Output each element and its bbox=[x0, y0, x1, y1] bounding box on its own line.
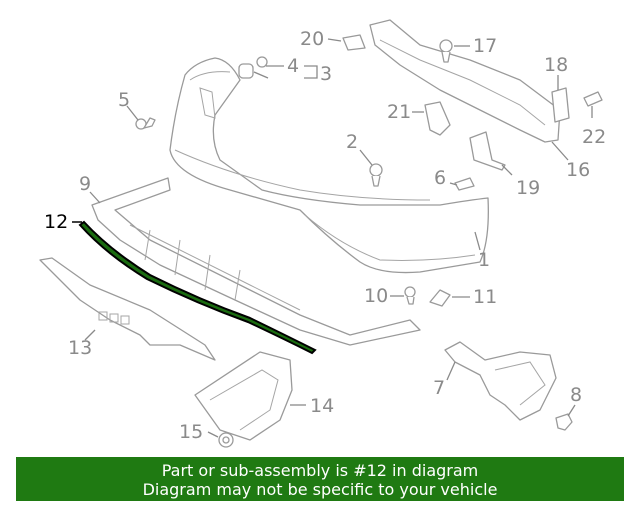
callout-8: 8 bbox=[570, 384, 582, 406]
callout-16: 16 bbox=[566, 159, 590, 181]
part-19-bracket[interactable] bbox=[469, 131, 506, 171]
leader-lines bbox=[72, 38, 593, 438]
part-15-washer[interactable] bbox=[218, 432, 234, 448]
callout-17: 17 bbox=[473, 35, 497, 57]
callout-12: 12 bbox=[44, 211, 68, 233]
callout-4: 4 bbox=[287, 55, 299, 77]
part-7-side-bracket[interactable] bbox=[444, 341, 557, 421]
callout-2: 2 bbox=[346, 131, 358, 153]
callout-13: 13 bbox=[68, 337, 92, 359]
callout-19: 19 bbox=[516, 177, 540, 199]
callout-5: 5 bbox=[118, 89, 130, 111]
part-1-bumper-cover[interactable] bbox=[169, 57, 489, 274]
info-banner-line-2: Diagram may not be specific to your vehi… bbox=[142, 480, 498, 499]
part-10-clip[interactable] bbox=[404, 286, 416, 305]
part-2-clip[interactable] bbox=[369, 163, 383, 187]
part-11-screw[interactable] bbox=[429, 289, 451, 307]
callout-10: 10 bbox=[364, 285, 388, 307]
callout-20: 20 bbox=[300, 28, 324, 50]
part-18-pad[interactable] bbox=[551, 87, 570, 123]
part-13-lower-valance[interactable] bbox=[39, 257, 216, 361]
callout-22: 22 bbox=[582, 126, 606, 148]
part-9-diffuser[interactable] bbox=[91, 177, 421, 346]
callout-15: 15 bbox=[179, 421, 203, 443]
part-16-reinforcement[interactable] bbox=[369, 19, 561, 143]
callout-14: 14 bbox=[310, 395, 334, 417]
part-17-clip[interactable] bbox=[439, 39, 453, 63]
part-3-4-nut[interactable] bbox=[238, 56, 268, 79]
part-22-bolt[interactable] bbox=[583, 91, 603, 107]
part-14-under-cover[interactable] bbox=[194, 351, 293, 441]
callout-1: 1 bbox=[478, 249, 490, 271]
parts-diagram: 1 2 3 4 5 6 7 8 9 10 11 12 13 14 15 16 1… bbox=[39, 19, 606, 448]
callout-3: 3 bbox=[320, 63, 332, 85]
part-6-screw[interactable] bbox=[454, 177, 475, 191]
part-8-screw[interactable] bbox=[555, 413, 573, 431]
callout-11: 11 bbox=[473, 286, 497, 308]
callout-21: 21 bbox=[387, 101, 411, 123]
info-banner: Part or sub-assembly is #12 in diagram D… bbox=[16, 457, 624, 501]
callout-18: 18 bbox=[544, 54, 568, 76]
part-5-screw[interactable] bbox=[135, 117, 156, 130]
callout-9: 9 bbox=[79, 173, 91, 195]
part-21-bracket[interactable] bbox=[424, 101, 451, 136]
part-20-clip[interactable] bbox=[342, 34, 366, 51]
info-banner-line-1: Part or sub-assembly is #12 in diagram bbox=[161, 461, 479, 480]
callout-7: 7 bbox=[433, 377, 445, 399]
part-12-lower-molding-strip[interactable] bbox=[78, 220, 317, 355]
callout-6: 6 bbox=[434, 167, 446, 189]
